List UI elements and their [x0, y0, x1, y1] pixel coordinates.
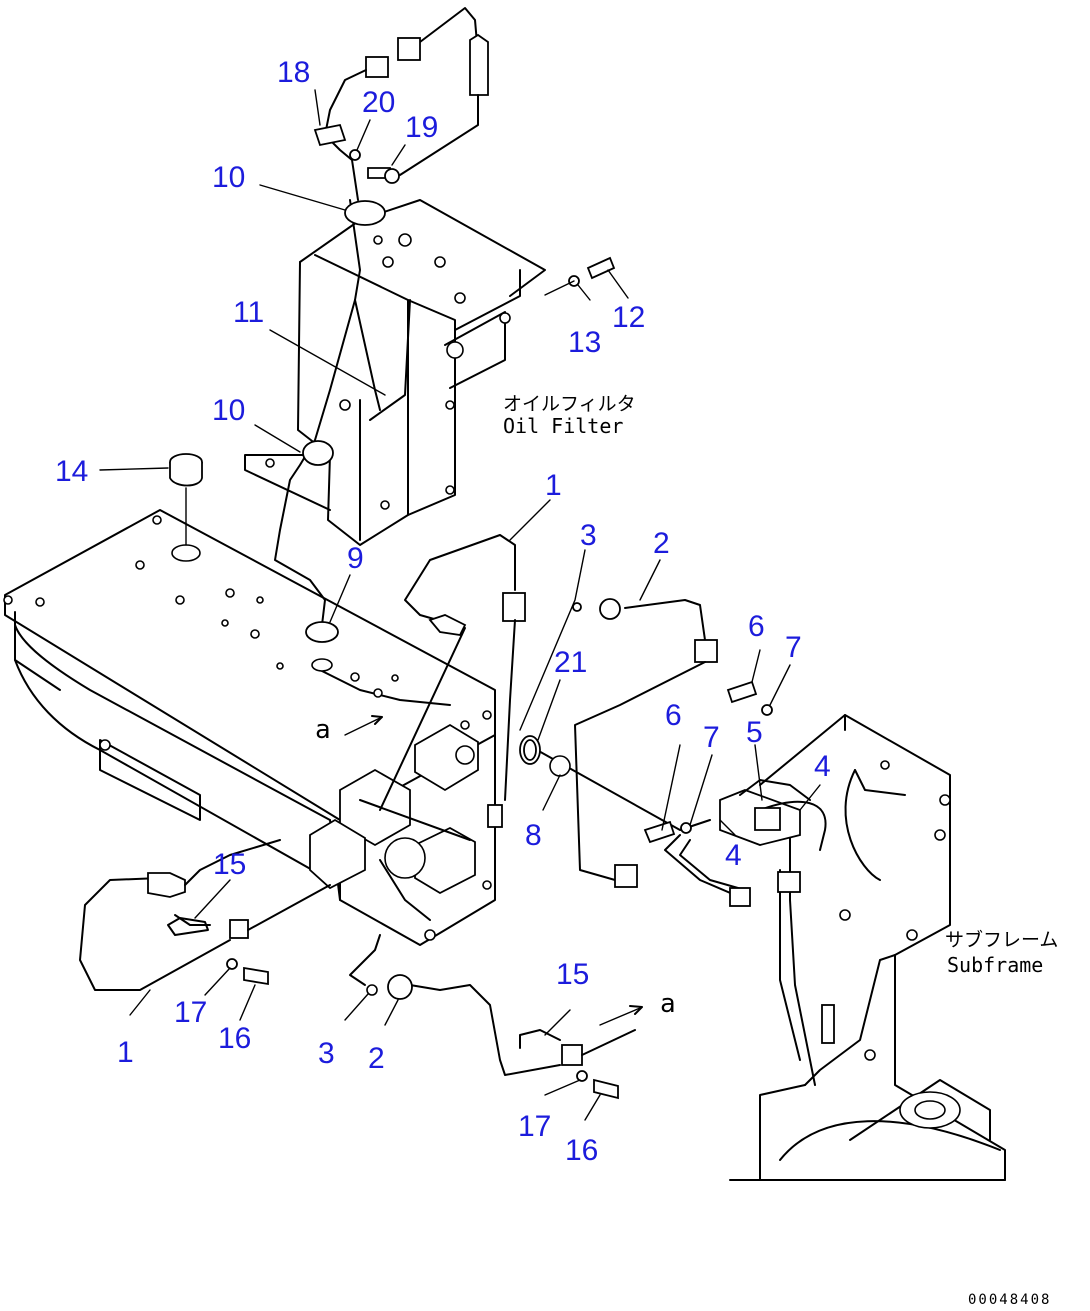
callout-11: 11: [233, 296, 264, 329]
drawing-number: 00048408: [968, 1292, 1051, 1308]
callout-14: 14: [55, 455, 88, 488]
oil-filter-bracket: [244, 199, 546, 546]
callout-8: 8: [525, 819, 542, 852]
callout-17-right: 17: [518, 1110, 551, 1143]
callout-18: 18: [277, 56, 310, 89]
fasteners: [169, 123, 773, 1100]
view-a-arrow-label: a: [660, 989, 676, 1019]
callout-13: 13: [568, 326, 601, 359]
leader-lines: [99, 89, 821, 1121]
wiring-harness: [79, 7, 827, 1076]
callout-1-top: 1: [545, 469, 562, 502]
callout-12: 12: [612, 301, 645, 334]
callout-labels: 18 20 19 10 12 13 11 10 14 9 1 3 2 21 6 …: [55, 56, 831, 1167]
callout-1-bottom: 1: [117, 1036, 134, 1069]
main-plate: [3, 509, 496, 946]
subframe-label-en: Subframe: [947, 953, 1043, 977]
subframe: [729, 714, 1006, 1181]
callout-6-mid: 6: [665, 699, 682, 732]
view-a-arrow-label: a: [315, 715, 331, 745]
part-labels: オイルフィルタ Oil Filter サブフレーム Subframe a a 0…: [315, 393, 1058, 1308]
callout-5: 5: [746, 716, 763, 749]
callout-16-left: 16: [218, 1022, 251, 1055]
callout-4-right: 4: [814, 750, 831, 783]
callout-2-top: 2: [653, 527, 670, 560]
callout-7-mid: 7: [703, 721, 720, 754]
callout-10-top: 10: [212, 161, 245, 194]
callout-3-top: 3: [580, 519, 597, 552]
valve-block: [309, 723, 503, 921]
callout-7-top: 7: [785, 631, 802, 664]
callout-10-mid: 10: [212, 394, 245, 427]
callout-21: 21: [554, 646, 587, 679]
callout-6-top: 6: [748, 610, 765, 643]
callout-2-bottom: 2: [368, 1042, 385, 1075]
callout-20: 20: [362, 86, 395, 119]
oil-filter-label-jp: オイルフィルタ: [503, 393, 636, 415]
oil-filter-label-en: Oil Filter: [503, 414, 623, 438]
callout-17-left: 17: [174, 996, 207, 1029]
callout-4-left: 4: [725, 839, 742, 872]
subframe-label-jp: サブフレーム: [945, 928, 1058, 951]
callout-15-left: 15: [213, 848, 246, 881]
callout-16-right: 16: [565, 1134, 598, 1167]
callout-3-bottom: 3: [318, 1037, 335, 1070]
callout-19: 19: [405, 111, 438, 144]
callout-15-right: 15: [556, 958, 589, 991]
callout-9: 9: [347, 542, 364, 575]
